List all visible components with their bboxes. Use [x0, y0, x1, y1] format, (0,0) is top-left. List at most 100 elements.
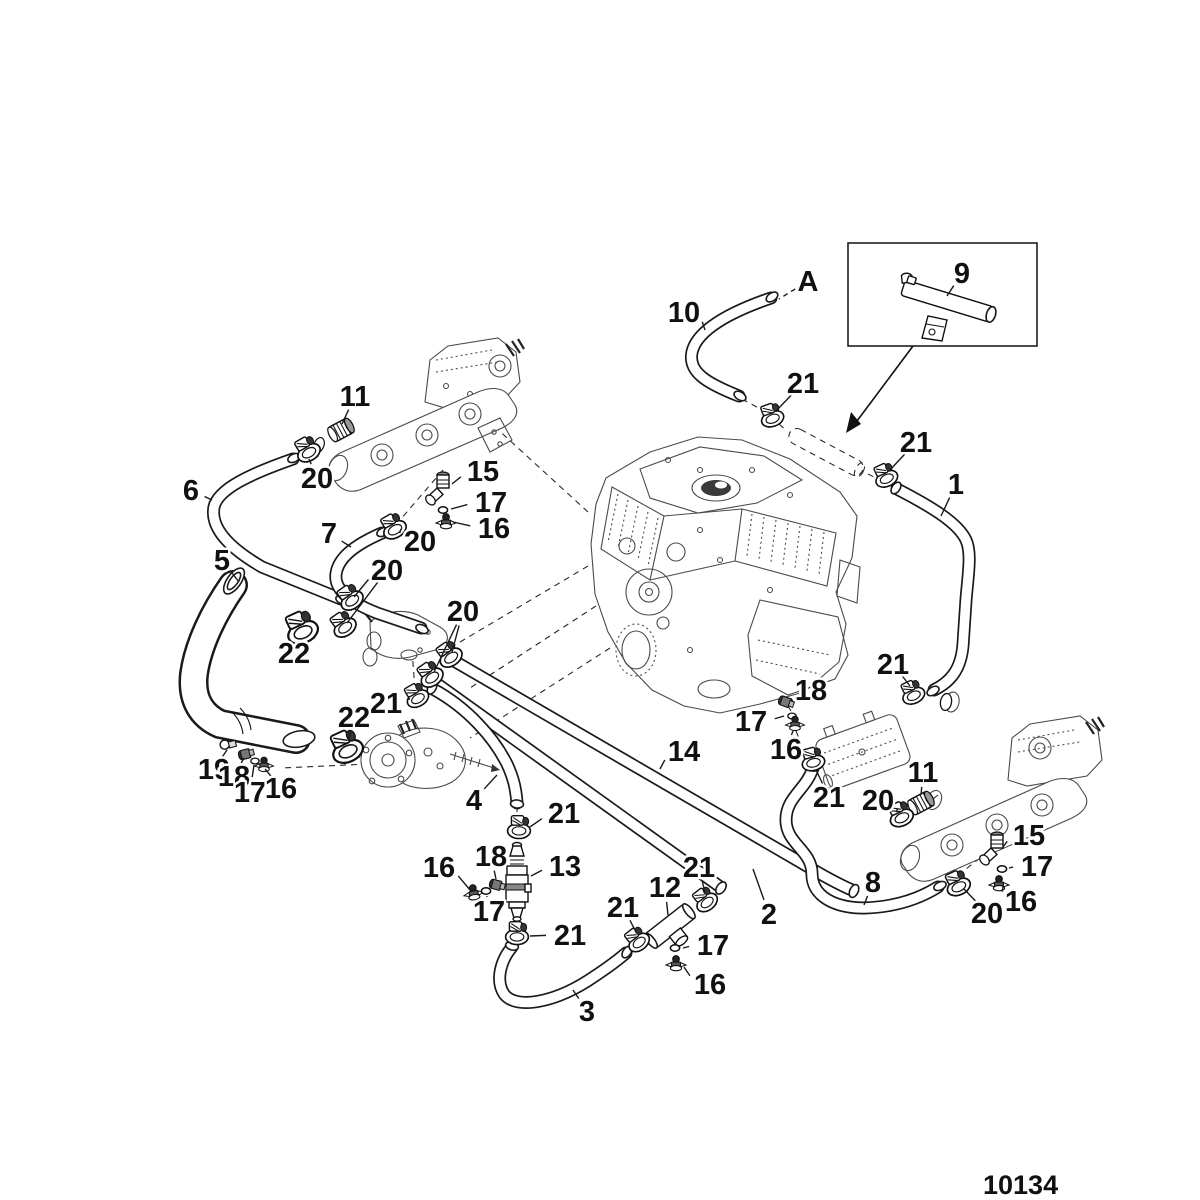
callout-21: 21	[877, 649, 909, 681]
callout-5: 5	[214, 545, 230, 577]
callout-15: 15	[1013, 820, 1045, 852]
callout-A: A	[798, 266, 819, 298]
callout-leader-3	[572, 989, 580, 999]
callout-leader-18	[240, 757, 245, 764]
callout-20: 20	[862, 785, 894, 817]
hose-10	[684, 291, 779, 403]
callout-leader-5	[230, 571, 240, 583]
hose-4	[426, 681, 525, 810]
small-parts	[218, 416, 1010, 972]
callout-8: 8	[865, 867, 881, 899]
callout-17: 17	[473, 896, 505, 928]
callout-10: 10	[668, 297, 700, 329]
callout-21: 21	[607, 892, 639, 924]
callout-leader-17	[774, 715, 785, 720]
callout-leader-12	[665, 901, 669, 916]
callout-21: 21	[548, 798, 580, 830]
callout-16: 16	[770, 734, 802, 766]
hose-5	[178, 567, 316, 754]
callout-21: 21	[554, 920, 586, 952]
callout-11: 11	[908, 757, 939, 789]
callout-21: 21	[900, 427, 932, 459]
callout-13: 13	[549, 851, 581, 883]
callout-leader-20	[895, 807, 899, 813]
callout-17: 17	[1021, 851, 1053, 883]
phantom-pipe	[788, 427, 866, 478]
plug-18-b	[487, 878, 507, 893]
callout-18: 18	[795, 675, 827, 707]
washer-17-b	[480, 887, 492, 895]
callout-leader-16	[264, 768, 272, 777]
right-exhaust-manifold-illustration	[899, 691, 1105, 882]
callout-leader-20	[451, 625, 460, 653]
callout-21: 21	[683, 852, 715, 884]
hoses	[178, 291, 976, 1009]
figure-number: 10134	[983, 1170, 1058, 1200]
callout-leader-21	[815, 769, 824, 784]
callout-leader-13	[530, 869, 543, 877]
callout-leader-4	[483, 774, 498, 790]
callout-21: 21	[370, 688, 402, 720]
callout-leader-16	[452, 521, 471, 527]
callout-16: 16	[265, 773, 297, 805]
callout-16: 16	[478, 513, 510, 545]
callout-leader-17	[450, 503, 468, 510]
callout-leader-18	[790, 697, 794, 703]
hose-14	[442, 649, 860, 899]
washer-17-c	[669, 944, 681, 952]
callout-leader-21	[889, 452, 907, 471]
callout-leader-17	[251, 764, 255, 778]
callout-2: 2	[761, 899, 777, 931]
callout-leader-17	[682, 945, 690, 949]
callout-12: 12	[649, 872, 681, 904]
engine-illustration	[590, 427, 866, 714]
callout-leader-1	[940, 497, 951, 517]
callout-11: 11	[340, 381, 371, 413]
callout-17: 17	[697, 930, 729, 962]
washer-17-a	[250, 757, 260, 765]
elbow-15-left	[423, 471, 450, 508]
water-pump-illustration	[360, 718, 500, 789]
callout-leader-A	[778, 288, 796, 300]
callout-leader-22	[347, 731, 352, 742]
callout-22: 22	[278, 638, 310, 670]
callout-leader-21	[901, 675, 911, 687]
callout-leader-11	[920, 786, 923, 796]
callout-16: 16	[1005, 886, 1037, 918]
callout-17: 17	[735, 706, 767, 738]
callout-leader-17	[1008, 866, 1014, 869]
callout-leader-19	[221, 749, 228, 758]
callout-leader-21	[629, 919, 637, 933]
callout-18: 18	[475, 841, 507, 873]
callout-20: 20	[447, 596, 479, 628]
callout-leader-20	[963, 888, 978, 903]
callout-leader-20	[308, 458, 312, 465]
left-exhaust-manifold-illustration	[327, 337, 525, 492]
callout-leader-14	[659, 759, 666, 770]
callout-leader-20	[346, 581, 379, 624]
callout-14: 14	[668, 736, 700, 768]
callout-leader-16	[683, 966, 691, 977]
arrow-head	[846, 412, 861, 433]
callout-leader-16	[1001, 886, 1004, 892]
callout-7: 7	[321, 518, 337, 550]
gasket-right	[938, 692, 954, 712]
callout-leader-7	[341, 540, 352, 548]
callout-18: 18	[218, 761, 250, 793]
callout-leader-20	[433, 624, 458, 673]
callout-21: 21	[787, 368, 819, 400]
callout-20: 20	[971, 898, 1003, 930]
hose-3	[493, 940, 633, 1009]
part-13-connector	[505, 841, 532, 922]
callout-leader-6	[204, 495, 213, 501]
callout-16: 16	[423, 852, 455, 884]
callout-leader-20	[353, 579, 369, 598]
callout-16: 16	[694, 969, 726, 1001]
part-12-tube	[644, 902, 696, 950]
callout-1: 1	[948, 469, 964, 501]
callout-22: 22	[338, 702, 370, 734]
callout-leader-21	[701, 881, 706, 894]
